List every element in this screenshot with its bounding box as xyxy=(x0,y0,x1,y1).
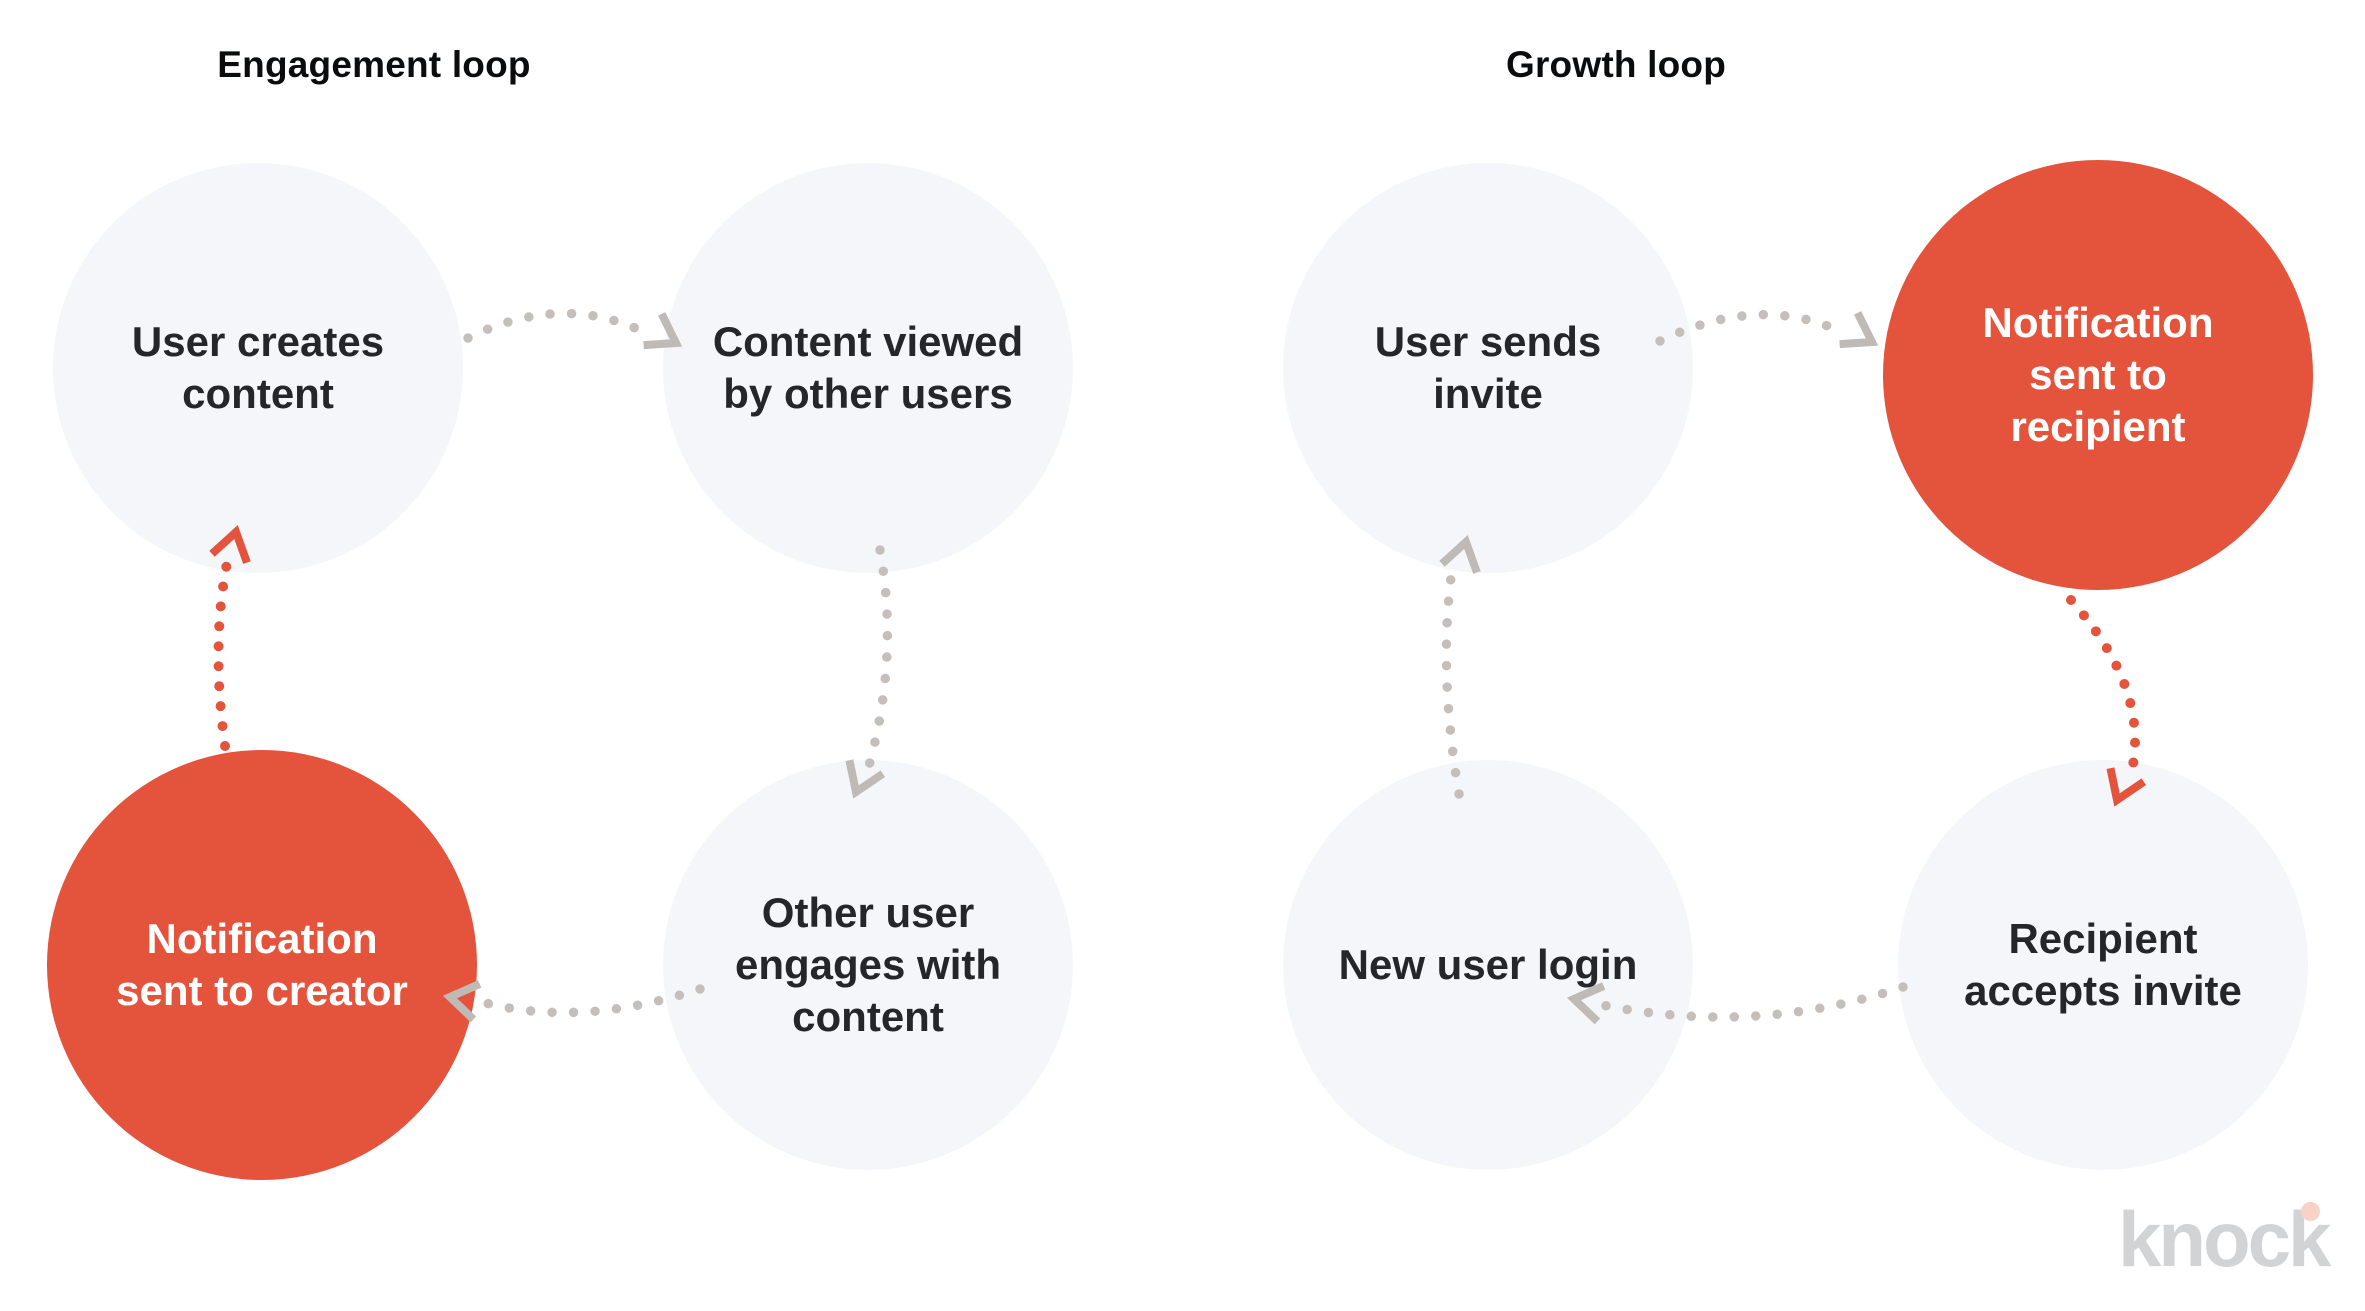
engagement-loop-title: Engagement loop xyxy=(217,44,531,85)
growth-loop-title: Growth loop xyxy=(1505,44,1727,85)
logo-notification-dot xyxy=(2301,1202,2320,1221)
node-user-sends-invite: User sends invite xyxy=(1283,163,1693,573)
node-notification-sent-to-recipient: Notification sent to recipient xyxy=(1883,160,2313,590)
knock-logo-text: knock xyxy=(2118,1195,2331,1283)
arrow-user-creates-to-content-viewed xyxy=(463,308,683,350)
node-user-creates-content: User creates content xyxy=(53,163,463,573)
arrow-user-sends-invite-to-notification-recipient xyxy=(1655,309,1879,349)
arrow-other-user-engages-to-notification-creator xyxy=(442,980,705,1023)
node-other-user-engages-with-content: Other user engages with content xyxy=(663,760,1073,1170)
node-content-viewed-by-other-users: Content viewed by other users xyxy=(663,163,1073,573)
arrow-new-user-login-to-user-sends-invite xyxy=(1439,535,1481,799)
knock-logo: knock xyxy=(2118,1194,2331,1285)
node-recipient-accepts-invite: Recipient accepts invite xyxy=(1898,760,2308,1170)
node-notification-sent-to-creator: Notification sent to creator xyxy=(47,750,477,1180)
node-new-user-login: New user login xyxy=(1283,760,1693,1170)
